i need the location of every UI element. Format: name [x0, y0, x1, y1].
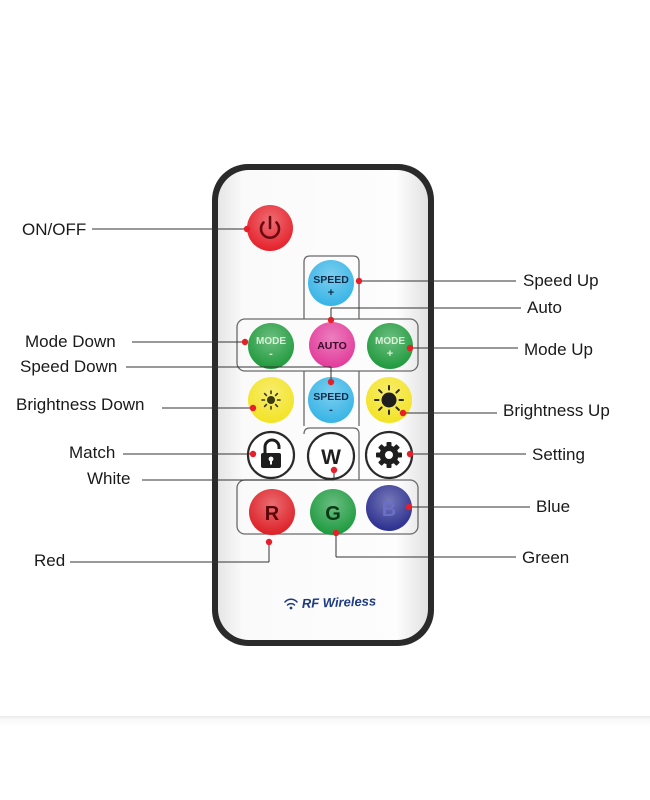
label-auto: Auto [527, 298, 562, 317]
label-white: White [87, 469, 131, 488]
mode-up-line1: MODE [375, 336, 405, 347]
power-button[interactable] [247, 205, 293, 251]
wifi-icon [284, 598, 298, 610]
mode-up-line2: + [387, 348, 393, 360]
label-red: Red [34, 551, 66, 570]
mode-down-line2: - [269, 348, 273, 360]
label-setting: Setting [532, 445, 585, 464]
branding-text: RF Wireless [302, 593, 377, 611]
mode-up-button[interactable]: MODE + [367, 323, 413, 369]
match-button[interactable] [246, 430, 296, 480]
label-brightness-down: Brightness Down [16, 395, 145, 414]
leader-dots [241, 225, 414, 546]
auto-button[interactable]: AUTO [309, 322, 355, 368]
speed-down-line1: SPEED [313, 391, 349, 403]
brightness-up-button[interactable] [366, 377, 412, 423]
speed-down-button[interactable]: SPEED - [308, 377, 354, 423]
label-speed-up: Speed Up [523, 271, 599, 290]
label-blue: Blue [536, 497, 571, 516]
speed-up-line1: SPEED [313, 274, 349, 286]
auto-label: AUTO [317, 340, 347, 352]
red-label: R [265, 503, 280, 525]
label-match: Match [69, 443, 116, 462]
sun-large-icon [374, 385, 404, 415]
power-icon [259, 215, 281, 239]
speed-down-line2: - [329, 404, 333, 416]
blue-label: B [382, 499, 396, 521]
label-mode-down: Mode Down [25, 332, 116, 351]
label-green: Green [522, 548, 570, 567]
speed-up-line2: + [328, 287, 334, 299]
label-mode-up: Mode Up [524, 340, 593, 359]
sun-small-icon [261, 390, 281, 410]
red-button[interactable]: R [249, 489, 295, 535]
leader-lines [70, 228, 530, 563]
white-label: W [321, 446, 341, 469]
green-label: G [325, 503, 341, 525]
bottom-shadow-band [0, 716, 650, 800]
setting-button[interactable] [364, 430, 414, 480]
mode-down-button[interactable]: MODE - [248, 323, 294, 369]
label-on-off: ON/OFF [22, 220, 87, 239]
unlock-icon [261, 438, 281, 468]
rf-wireless-branding: RF Wireless [284, 593, 377, 611]
brightness-down-button[interactable] [248, 377, 294, 423]
label-brightness-up: Brightness Up [503, 401, 610, 420]
green-button[interactable]: G [310, 489, 356, 535]
mode-down-line1: MODE [256, 336, 286, 347]
gear-icon [376, 442, 402, 468]
white-button[interactable]: W [306, 431, 356, 481]
label-speed-down: Speed Down [20, 357, 118, 376]
speed-up-button[interactable]: SPEED + [308, 260, 354, 306]
blue-button[interactable]: B [366, 485, 412, 531]
